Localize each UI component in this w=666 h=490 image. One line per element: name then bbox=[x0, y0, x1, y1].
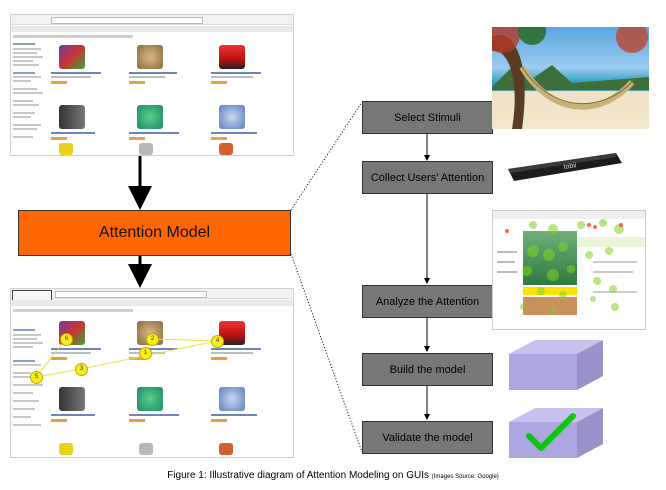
category-sidebar bbox=[13, 43, 47, 151]
product-thumb bbox=[59, 443, 73, 455]
product-tile bbox=[129, 45, 185, 93]
breadcrumb bbox=[13, 309, 133, 312]
nav-bar bbox=[11, 300, 293, 306]
eye-tracker-shape: tobii bbox=[508, 153, 622, 181]
tobii-logo: tobii bbox=[563, 162, 577, 171]
search-box bbox=[55, 291, 207, 298]
flow-step-build-model: Build the model bbox=[362, 353, 493, 386]
product-tile bbox=[51, 387, 107, 435]
fixation-point: 5 bbox=[30, 371, 43, 384]
product-tile bbox=[211, 387, 267, 435]
box-shape bbox=[509, 340, 603, 390]
flow-step-analyze-attention: Analyze the Attention bbox=[362, 285, 493, 318]
flow-step-select-stimuli: Select Stimuli bbox=[362, 101, 493, 134]
product-thumb bbox=[59, 143, 73, 155]
validated-3d-box bbox=[507, 406, 607, 462]
attention-heatmap-page bbox=[492, 210, 646, 330]
stimulus-screenshot-top bbox=[10, 14, 294, 156]
product-tile bbox=[51, 45, 107, 93]
caption-main: Figure 1: Illustrative diagram of Attent… bbox=[167, 470, 429, 481]
product-tile bbox=[211, 45, 267, 93]
product-thumb bbox=[219, 443, 233, 455]
beach-scene bbox=[492, 27, 649, 129]
fixation-point: 3 bbox=[75, 363, 88, 376]
fixation-point: 4 bbox=[211, 335, 224, 348]
product-tile bbox=[129, 105, 185, 153]
fixation-point: 2 bbox=[146, 333, 159, 346]
heat-blobs bbox=[505, 219, 624, 314]
breadcrumb bbox=[13, 35, 133, 38]
search-box bbox=[51, 17, 203, 24]
fixation-point: 6 bbox=[60, 333, 73, 346]
model-3d-box bbox=[507, 338, 607, 392]
product-thumb bbox=[139, 443, 153, 455]
product-tile bbox=[211, 105, 267, 153]
flow-step-collect-attention: Collect Users' Attention bbox=[362, 161, 493, 194]
product-thumb bbox=[219, 143, 233, 155]
nav-bar bbox=[11, 26, 293, 32]
box-check-shape bbox=[509, 408, 603, 458]
caption-source: (Images Source: Google) bbox=[431, 474, 499, 480]
product-thumb bbox=[139, 143, 153, 155]
product-tile bbox=[129, 387, 185, 435]
attention-screenshot-bottom: 1 2 3 4 5 6 bbox=[10, 288, 294, 458]
checkmark-icon bbox=[526, 413, 576, 451]
flow-step-validate-model: Validate the model bbox=[362, 421, 493, 454]
category-sidebar bbox=[13, 329, 47, 453]
attention-model-box: Attention Model bbox=[18, 210, 291, 256]
product-tile bbox=[51, 105, 107, 153]
fixation-point: 1 bbox=[139, 347, 152, 360]
figure-caption: Figure 1: Illustrative diagram of Attent… bbox=[0, 470, 666, 481]
eye-tracker-device: tobii bbox=[506, 149, 624, 183]
beach-hammock-photo bbox=[492, 27, 649, 129]
